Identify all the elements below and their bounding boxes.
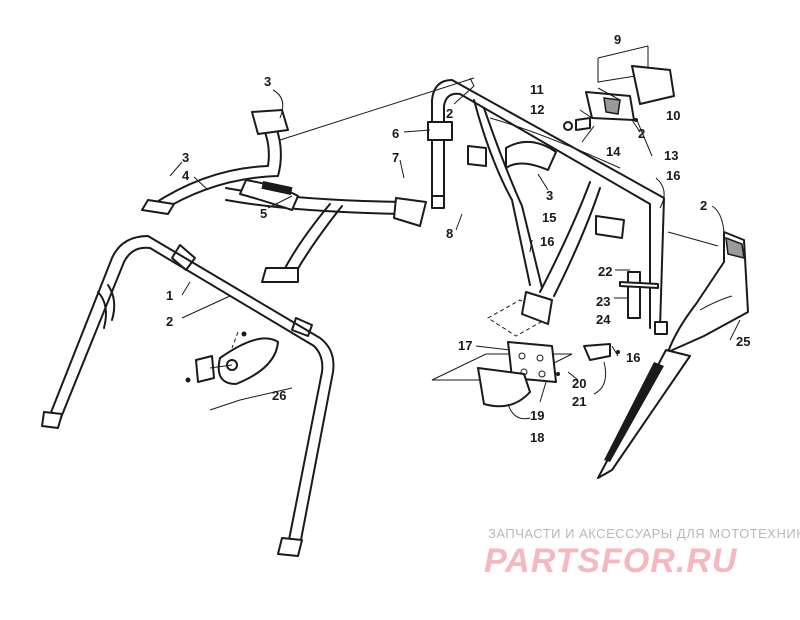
- callout-3: 3: [546, 188, 553, 203]
- callout-12: 12: [530, 102, 544, 117]
- callout-5: 5: [260, 206, 267, 221]
- callout-2: 2: [638, 126, 645, 141]
- callout-22: 22: [598, 264, 612, 279]
- callout-8: 8: [446, 226, 453, 241]
- callout-26: 26: [272, 388, 286, 403]
- tail-light-part: [563, 45, 675, 131]
- callout-10: 10: [666, 108, 680, 123]
- callout-2: 2: [700, 198, 707, 213]
- callout-17: 17: [458, 338, 472, 353]
- watermark-tagline: ЗАПЧАСТИ И АКСЕССУАРЫ ДЛЯ МОТОТЕХНИКИ: [488, 526, 800, 541]
- side-net-part: [597, 231, 749, 479]
- callout-14: 14: [606, 144, 621, 159]
- callout-21: 21: [572, 394, 586, 409]
- front-hoop-part: [41, 235, 335, 557]
- callout-23: 23: [596, 294, 610, 309]
- callout-16: 16: [666, 168, 680, 183]
- callout-24: 24: [596, 312, 611, 327]
- watermark: ЗАПЧАСТИ И АКСЕССУАРЫ ДЛЯ МОТОТЕХНИКИ PA…: [484, 526, 800, 580]
- callout-15: 15: [542, 210, 556, 225]
- rear-cage-part: [427, 79, 668, 337]
- callout-7: 7: [392, 150, 399, 165]
- callout-6: 6: [392, 126, 399, 141]
- callout-9: 9: [614, 32, 621, 47]
- upper-cross-bar-part: [141, 109, 427, 283]
- callout-3: 3: [264, 74, 271, 89]
- callout-11: 11: [530, 82, 544, 97]
- callout-18: 18: [530, 430, 544, 445]
- callout-2: 2: [446, 106, 453, 121]
- callout-13: 13: [664, 148, 678, 163]
- callout-16: 16: [626, 350, 640, 365]
- watermark-brand: PARTSFOR.RU: [484, 542, 738, 580]
- callout-1: 1: [166, 288, 173, 303]
- callout-labels: 1 2 2 2 2 3 3 3 4 5 6 7 8 9 10 11 12 13 …: [166, 32, 750, 445]
- callout-4: 4: [182, 168, 190, 183]
- callout-16: 16: [540, 234, 554, 249]
- rear-view-mirror-part: [185, 331, 279, 385]
- leader-lines: [169, 77, 741, 420]
- callout-3: 3: [182, 150, 189, 165]
- license-bracket-part: [431, 341, 620, 408]
- callout-20: 20: [572, 376, 586, 391]
- callout-2: 2: [166, 314, 173, 329]
- callout-19: 19: [530, 408, 544, 423]
- callout-25: 25: [736, 334, 750, 349]
